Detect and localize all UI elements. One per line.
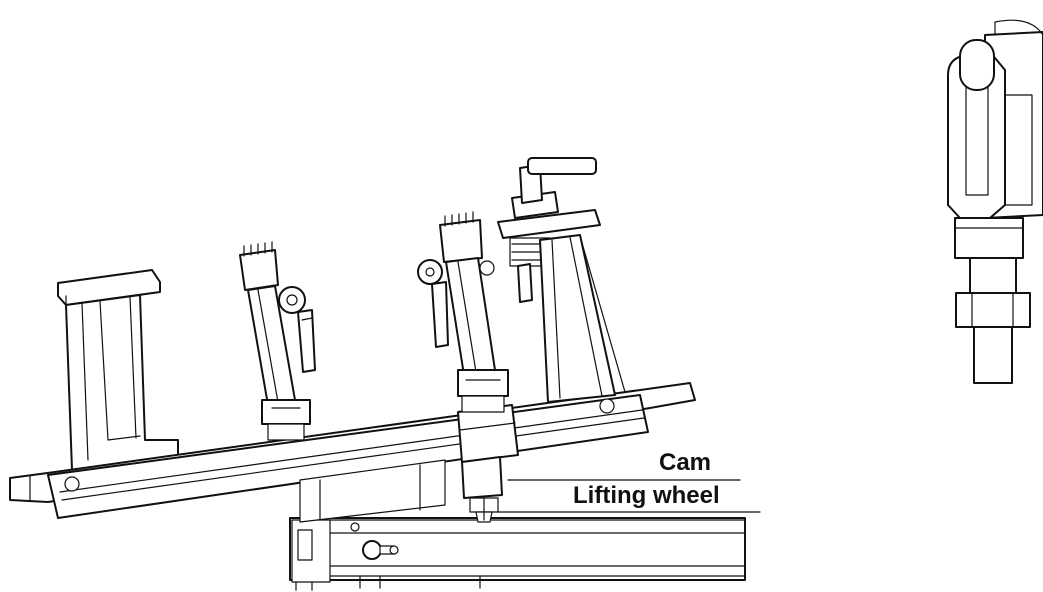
base-frame <box>289 517 746 591</box>
left-gripper <box>239 241 316 441</box>
lifting-wheel-detail <box>947 19 1043 384</box>
left-support-post <box>57 269 179 471</box>
callout-cam: Cam <box>507 449 741 481</box>
right-gripper <box>417 211 509 413</box>
callout-lifting-wheel: Lifting wheel <box>496 482 761 513</box>
right-support-post <box>497 157 626 403</box>
callout-lifting-wheel-label: Lifting wheel <box>573 482 720 509</box>
center-clamp-block <box>457 404 519 499</box>
callout-cam-label: Cam <box>659 449 711 476</box>
cam-mechanism <box>469 497 499 523</box>
